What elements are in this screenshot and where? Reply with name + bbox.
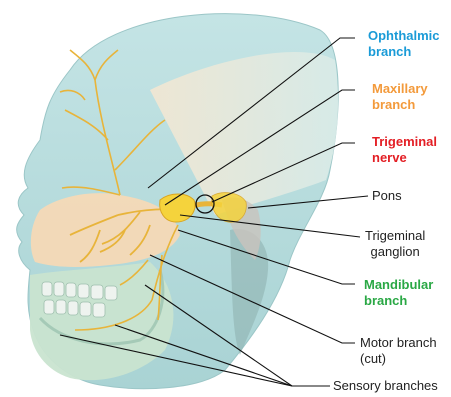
label-trigeminal-nerve-line2: nerve [372,150,437,166]
label-trigeminal-nerve-line1: Trigeminal [372,134,437,150]
label-ophthalmic-line2: branch [368,44,440,60]
label-ophthalmic: Ophthalmic branch [368,28,440,60]
label-trigeminal-nerve: Trigeminal nerve [372,134,437,166]
label-trigeminal-ganglion-line1: Trigeminal [365,228,425,244]
label-motor-branch: Motor branch (cut) [360,335,437,367]
label-maxillary: Maxillary branch [372,81,428,113]
label-ophthalmic-line1: Ophthalmic [368,28,440,44]
label-motor-branch-line2: (cut) [360,351,437,367]
label-mandibular: Mandibular branch [364,277,433,309]
label-sensory-branches-text: Sensory branches [333,378,438,393]
label-trigeminal-ganglion: Trigeminal ganglion [365,228,425,260]
label-pons: Pons [372,188,402,204]
label-mandibular-line1: Mandibular [364,277,433,293]
label-motor-branch-line1: Motor branch [360,335,437,351]
label-trigeminal-ganglion-line2: ganglion [365,244,425,260]
label-maxillary-line1: Maxillary [372,81,428,97]
label-sensory-branches: Sensory branches [333,378,438,394]
label-pons-text: Pons [372,188,402,203]
label-maxillary-line2: branch [372,97,428,113]
label-mandibular-line2: branch [364,293,433,309]
